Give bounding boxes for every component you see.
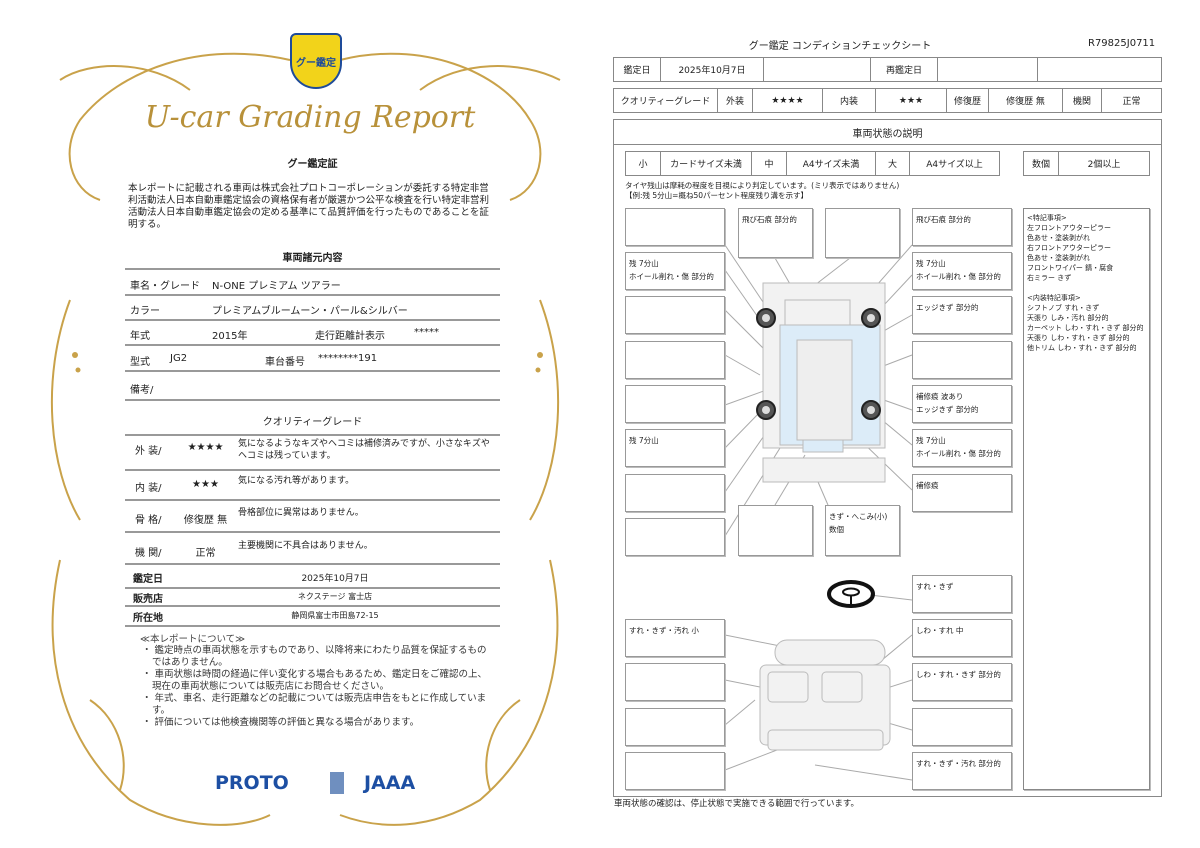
report-note: ・ 評価については他検査機関等の評価と異なる場合があります。 bbox=[142, 717, 420, 728]
odometer-label: 走行距離計表示 bbox=[315, 331, 385, 342]
grade-value: ★★★ bbox=[192, 479, 219, 490]
sheet-id: R79825J0711 bbox=[1088, 38, 1156, 49]
condition-box: 残 7分山 ホイール削れ・傷 部分的 bbox=[625, 252, 725, 290]
condition-box: しわ・すれ 中 bbox=[912, 619, 1012, 657]
condition-box bbox=[625, 208, 725, 246]
info-value: 2025年10月7日 bbox=[301, 574, 369, 584]
chassis-label: 車台番号 bbox=[265, 357, 305, 368]
report-title: U-car Grading Report bbox=[144, 100, 476, 135]
name-label: 車名・グレード bbox=[130, 281, 200, 292]
grade-value: 正常 bbox=[195, 548, 216, 559]
condition-box bbox=[825, 208, 900, 258]
condition-box bbox=[625, 341, 725, 379]
condition-box bbox=[912, 341, 1012, 379]
condition-box: 残 7分山 bbox=[625, 429, 725, 467]
color-value: プレミアムブルームーン・パール&シルバー bbox=[212, 306, 408, 317]
info-label: 鑑定日 bbox=[133, 574, 163, 585]
condition-box: 補修痕 波あり エッジきず 部分的 bbox=[912, 385, 1012, 423]
condition-box bbox=[738, 505, 813, 556]
grade-value: ★★★★ bbox=[187, 442, 224, 453]
count-desc: 2個以上 bbox=[1058, 151, 1150, 176]
condition-box bbox=[625, 663, 725, 701]
condition-box: 飛び石痕 部分的 bbox=[738, 208, 813, 258]
condition-box: エッジきず 部分的 bbox=[912, 296, 1012, 334]
model-value: JG2 bbox=[170, 353, 188, 364]
section-title: 車両状態の説明 bbox=[613, 119, 1162, 145]
goo-kantei-badge: グー鑑定 bbox=[290, 33, 342, 89]
chassis-value: ********191 bbox=[318, 353, 378, 364]
grade-description: 骨格部位に異常はありません。 bbox=[238, 508, 364, 518]
color-label: カラー bbox=[130, 306, 160, 317]
proto-logo: PROTO bbox=[215, 772, 289, 794]
condition-box bbox=[625, 474, 725, 512]
sheet-footer: 車両状態の確認は、停止状態で実施できる範囲で行っています。 bbox=[614, 799, 860, 809]
condition-box: 補修痕 bbox=[912, 474, 1012, 512]
condition-box: 残 7分山 ホイール削れ・傷 部分的 bbox=[912, 429, 1012, 467]
report-note: ・ 年式、車名、走行距離などの記載については販売店申告をもとに作成しています。 bbox=[142, 693, 487, 716]
info-value: ネクステージ 富士店 bbox=[297, 592, 373, 601]
name-value: N-ONE プレミアム ツアラー bbox=[212, 281, 341, 292]
grade-value: 修復歴 無 bbox=[183, 515, 228, 526]
condition-box bbox=[625, 518, 725, 556]
condition-box: すれ・きず bbox=[912, 575, 1012, 613]
report-notes-heading: ≪本レポートについて≫ bbox=[140, 634, 246, 645]
info-label: 所在地 bbox=[133, 613, 163, 624]
condition-box bbox=[912, 708, 1012, 746]
certificate-intro: 本レポートに記載される車両は株式会社プロトコーポレーションが委託する特定非営利活… bbox=[128, 183, 490, 230]
special-notes-panel: <特記事項> 左フロントアウターピラー 色あせ・塗装剥がれ 右フロントアウターピ… bbox=[1023, 208, 1150, 790]
year-label: 年式 bbox=[130, 331, 150, 342]
condition-box bbox=[625, 385, 725, 423]
specs-heading: 車両諸元内容 bbox=[282, 253, 343, 264]
tire-note: タイヤ残山は摩耗の程度を目視により判定しています。(ミリ表示ではありません) bbox=[625, 181, 900, 190]
grade-description: 気になる汚れ等があります。 bbox=[238, 476, 355, 486]
report-note: ・ 鑑定時点の車両状態を示すものであり、以降将来にわたり品質を保証するものではあ… bbox=[142, 645, 487, 668]
condition-box: 残 7分山 ホイール削れ・傷 部分的 bbox=[912, 252, 1012, 290]
engine-value: 正常 bbox=[1101, 88, 1162, 113]
remarks-label: 備考/ bbox=[130, 385, 154, 396]
condition-box bbox=[625, 708, 725, 746]
condition-box: しわ・すれ・きず 部分的 bbox=[912, 663, 1012, 701]
model-label: 型式 bbox=[130, 357, 150, 368]
steering-wheel-icon bbox=[827, 580, 875, 608]
condition-box bbox=[625, 752, 725, 790]
info-value: 静岡県富士市田島72-15 bbox=[291, 611, 379, 620]
grade-label: 骨 格/ bbox=[135, 515, 162, 526]
info-label: 販売店 bbox=[133, 594, 163, 605]
grade-description: 気になるようなキズやヘコミは補修済みですが、小さなキズやヘコミは残っています。 bbox=[238, 439, 490, 461]
condition-box bbox=[625, 296, 725, 334]
report-note: ・ 車両状態は時間の経過に伴い変化する場合もあるため、鑑定日をご確認の上、現在の… bbox=[142, 669, 488, 692]
size-large-desc: A4サイズ以上 bbox=[909, 151, 1000, 176]
condition-box: すれ・きず・汚れ 小 bbox=[625, 619, 725, 657]
condition-box: すれ・きず・汚れ 部分的 bbox=[912, 752, 1012, 790]
certificate-subtitle: グー鑑定証 bbox=[287, 159, 338, 170]
jaaa-logo: JAAA bbox=[330, 772, 415, 794]
condition-box: きず・へこみ(小) 数個 bbox=[825, 505, 900, 556]
blank-cell bbox=[1037, 57, 1162, 82]
sheet-title: グー鑑定 コンディションチェックシート bbox=[748, 41, 932, 52]
grade-label: 機 関/ bbox=[135, 548, 162, 559]
gold-ornament-frame bbox=[50, 52, 561, 826]
grade-description: 主要機関に不具合はありません。 bbox=[238, 541, 373, 551]
grade-heading: クオリティーグレード bbox=[262, 417, 363, 428]
year-value: 2015年 bbox=[212, 331, 248, 342]
odometer-value: ***** bbox=[414, 327, 439, 338]
condition-box: 飛び石痕 部分的 bbox=[912, 208, 1012, 246]
grade-label: 内 装/ bbox=[135, 483, 162, 494]
tire-example: 【例:残 5分山=概ね50パーセント程度残り溝を示す】 bbox=[625, 191, 809, 200]
grade-label: 外 装/ bbox=[135, 446, 162, 457]
